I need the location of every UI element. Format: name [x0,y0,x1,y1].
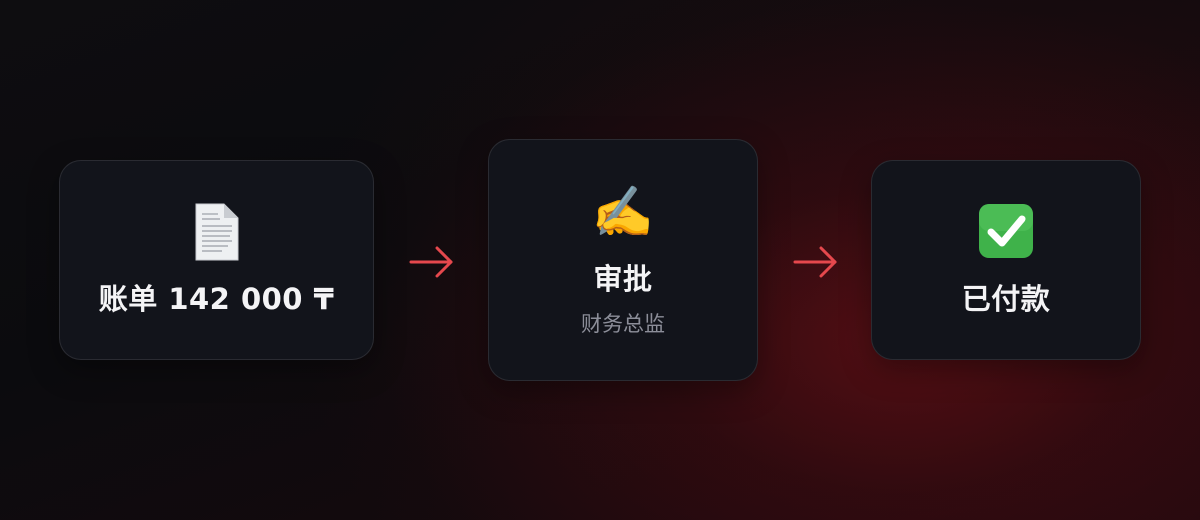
arrow-right-icon [793,246,837,278]
document-icon [192,202,242,262]
step-title: 审批 [593,262,653,296]
step-title: 已付款 [961,282,1051,316]
check-mark-button-icon [977,202,1035,262]
step-card-paid: 已付款 [871,160,1141,360]
step-card-invoice: 账单 142 000 ₸ [59,160,374,360]
step-title: 账单 142 000 ₸ [98,282,335,316]
step-subtitle: 财务总监 [581,312,665,336]
arrow-right-icon [409,246,453,278]
writing-hand-icon: ✍️ [591,183,655,241]
step-card-approval: ✍️ 审批 财务总监 [488,139,758,381]
